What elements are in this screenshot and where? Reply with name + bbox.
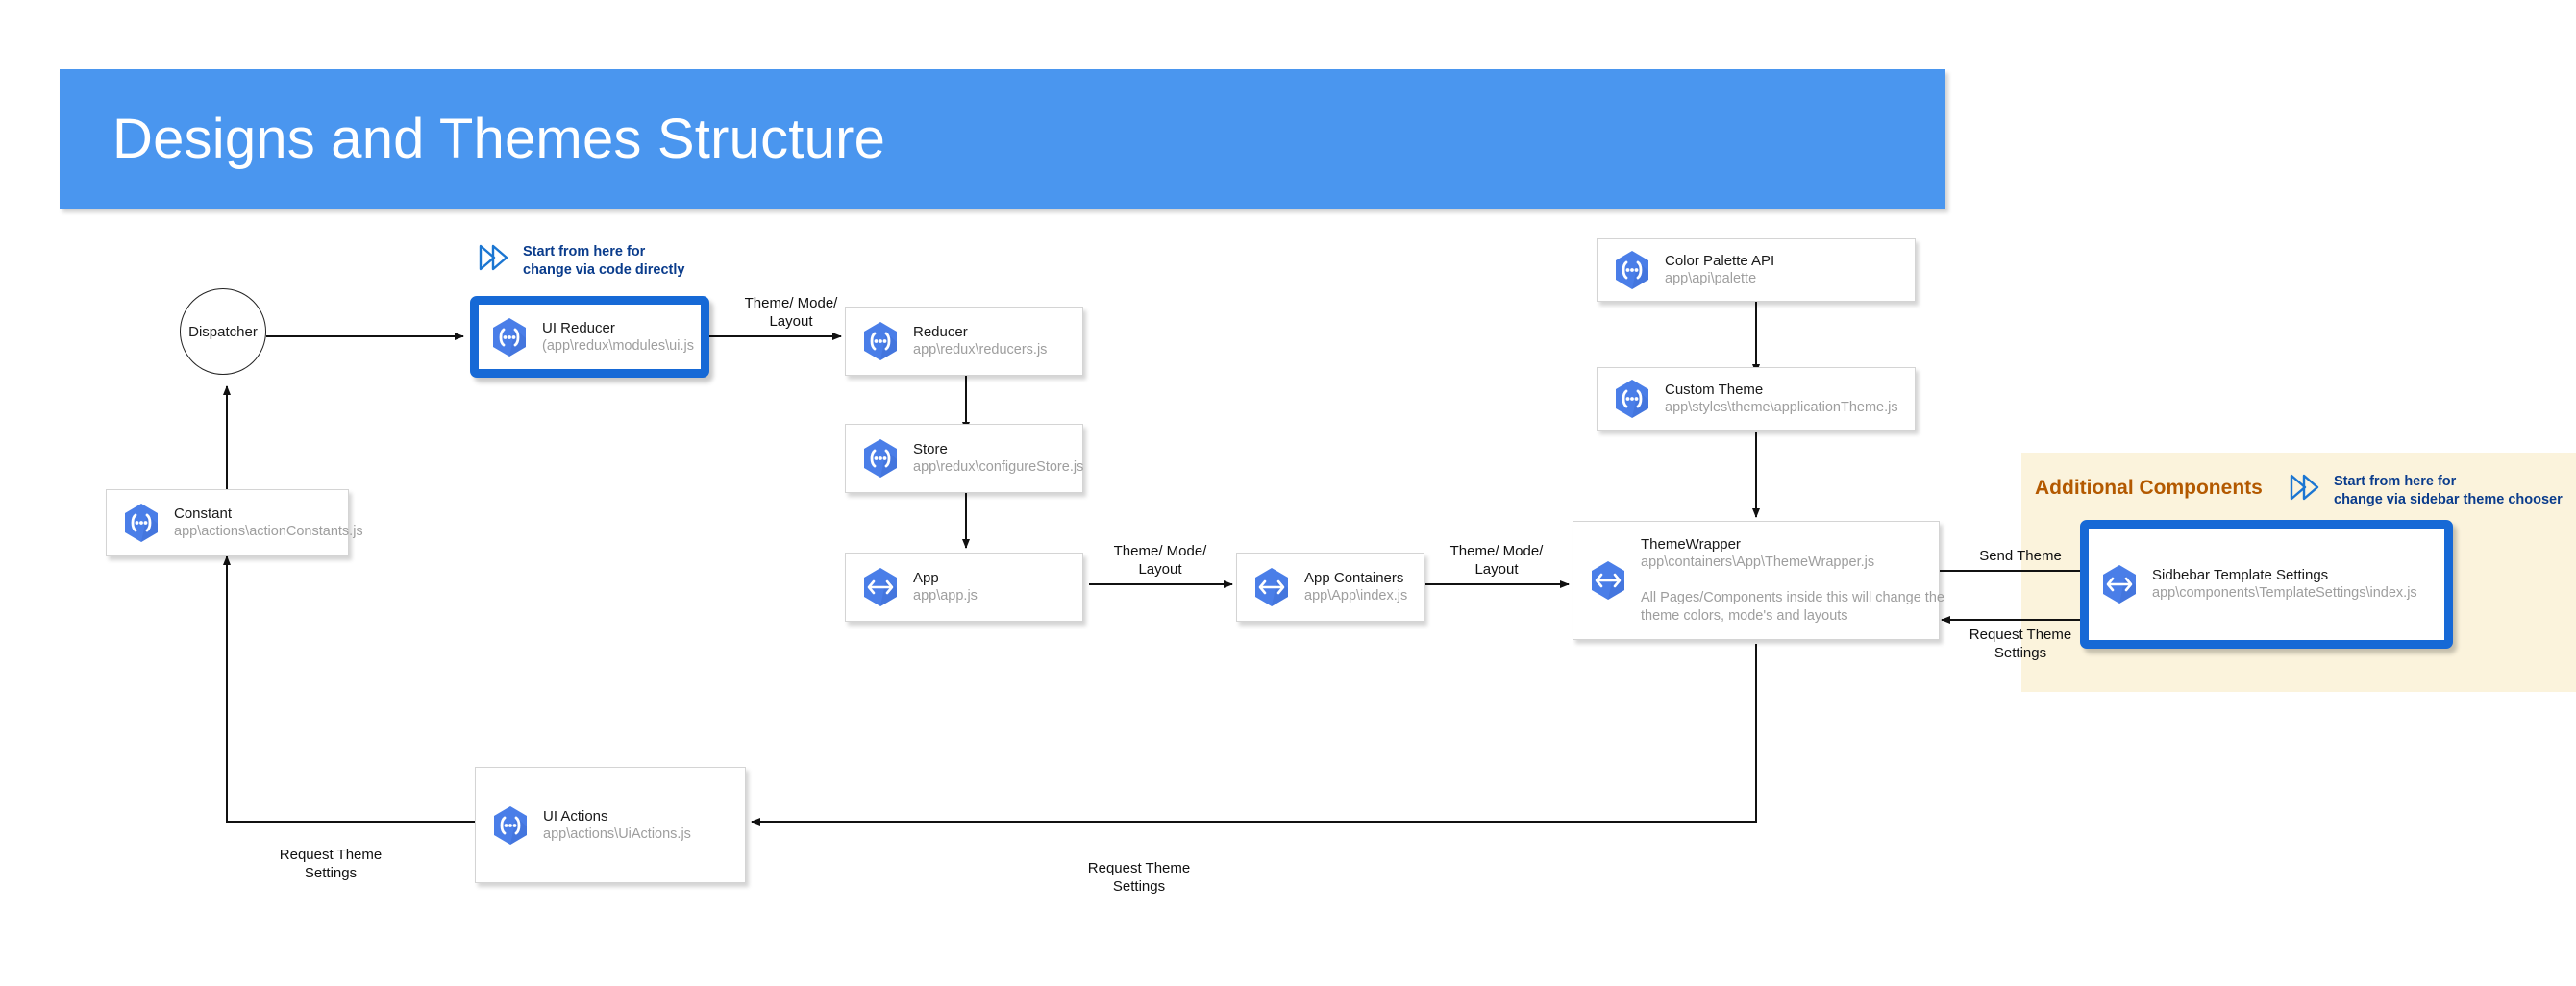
node-ui-reducer-text: UI Reducer (app\redux\modules\ui.js [542,319,694,356]
edge-label-reducer-in: Theme/ Mode/ Layout [744,295,838,330]
node-reducer-text: Reducer app\redux\reducers.js [913,323,1047,359]
node-sidebar-template-settings[interactable]: Sidbebar Template Settings app\component… [2080,520,2453,649]
edge-label-containers-to-wrapper: Theme/ Mode/ Layout [1449,543,1544,578]
node-app-containers-title: App Containers [1304,570,1404,587]
node-dispatcher-label: Dispatcher [188,323,258,340]
node-store[interactable]: Store app\redux\configureStore.js [845,424,1083,493]
node-theme-wrapper-title: ThemeWrapper [1641,536,1741,553]
node-constant-title: Constant [174,505,233,523]
node-theme-wrapper[interactable]: ThemeWrapper app\containers\App\ThemeWra… [1573,521,1944,640]
node-color-palette-api-title: Color Palette API [1665,253,1775,270]
node-reducer-path: app\redux\reducers.js [913,342,1048,358]
node-store-title: Store [913,441,948,458]
page-title: Designs and Themes Structure [112,108,886,170]
node-app-title: App [913,570,939,587]
node-constant[interactable]: Constant app\actions\actionConstants.js [106,489,363,556]
title-banner: Designs and Themes Structure [60,69,1945,209]
cloud-functions-hex-icon [489,804,532,847]
edge-label-request-theme-settings-left: Request Theme Settings [279,847,383,881]
node-ui-actions-title: UI Actions [543,807,608,825]
node-ui-actions-path: app\actions\UiActions.js [543,826,691,842]
node-custom-theme-path: app\styles\theme\applicationTheme.js [1665,400,1898,416]
cloud-endpoints-hex-icon [1251,566,1293,608]
node-ui-actions-text: UI Actions app\actions\UiActions.js [543,807,691,844]
node-app-containers[interactable]: App Containers app\App\index.js [1236,553,1424,622]
edge-label-send-theme: Send Theme [1979,548,2062,564]
node-ui-reducer-title: UI Reducer [542,319,615,336]
node-custom-theme-text: Custom Theme app\styles\theme\applicatio… [1665,381,1898,417]
edge-label-request-theme-settings-right: Request Theme Settings [1969,627,2072,661]
additional-components-label: Additional Components [2035,477,2263,499]
double-chevron-right-icon [2290,474,2322,505]
node-constant-text: Constant app\actions\actionConstants.js [174,505,363,541]
node-theme-wrapper-note: All Pages/Components inside this will ch… [1641,589,1944,624]
node-store-text: Store app\redux\configureStore.js [913,440,1083,477]
cloud-endpoints-hex-icon [2098,563,2141,605]
node-app-path: app\app.js [913,588,978,604]
node-ui-reducer[interactable]: UI Reducer (app\redux\modules\ui.js [470,296,709,378]
cloud-endpoints-hex-icon [1587,559,1629,602]
node-sidebar-template-settings-path: app\components\TemplateSettings\index.js [2152,585,2417,602]
cloud-functions-hex-icon [120,502,162,544]
node-app-containers-path: app\App\index.js [1304,588,1408,604]
node-app-text: App app\app.js [913,569,978,605]
cloud-functions-hex-icon [859,320,902,362]
node-color-palette-api-path: app\api\palette [1665,271,1757,287]
node-dispatcher[interactable]: Dispatcher [180,288,266,375]
edge-ui-actions-to-constant [223,555,477,823]
edge-label-app-to-containers: Theme/ Mode/ Layout [1113,543,1207,578]
edge-theme-wrapper-to-ui-actions [751,644,1757,826]
node-color-palette-api-text: Color Palette API app\api\palette [1665,252,1774,288]
node-constant-path: app\actions\actionConstants.js [174,524,363,540]
node-ui-reducer-path: (app\redux\modules\ui.js [542,337,694,354]
node-sidebar-template-settings-title: Sidbebar Template Settings [2152,567,2329,584]
node-app-containers-text: App Containers app\App\index.js [1304,569,1407,605]
cloud-functions-hex-icon [488,316,531,358]
cloud-functions-hex-icon [1611,249,1653,291]
node-app[interactable]: App app\app.js [845,553,1083,622]
node-theme-wrapper-path: app\containers\App\ThemeWrapper.js [1641,555,1875,571]
node-custom-theme-title: Custom Theme [1665,382,1764,399]
node-reducer[interactable]: Reducer app\redux\reducers.js [845,307,1083,376]
cloud-functions-hex-icon [859,437,902,480]
node-sidebar-template-settings-text: Sidbebar Template Settings app\component… [2152,566,2417,603]
double-chevron-right-icon [479,244,511,276]
node-color-palette-api[interactable]: Color Palette API app\api\palette [1597,238,1916,302]
node-reducer-title: Reducer [913,324,968,341]
edge-label-request-theme-settings-bottom: Request Theme Settings [1087,860,1191,895]
node-store-path: app\redux\configureStore.js [913,459,1084,476]
cloud-functions-hex-icon [1611,378,1653,420]
node-ui-actions[interactable]: UI Actions app\actions\UiActions.js [475,767,746,883]
node-theme-wrapper-text: ThemeWrapper app\containers\App\ThemeWra… [1641,535,1944,626]
cloud-endpoints-hex-icon [859,566,902,608]
node-custom-theme[interactable]: Custom Theme app\styles\theme\applicatio… [1597,367,1916,431]
